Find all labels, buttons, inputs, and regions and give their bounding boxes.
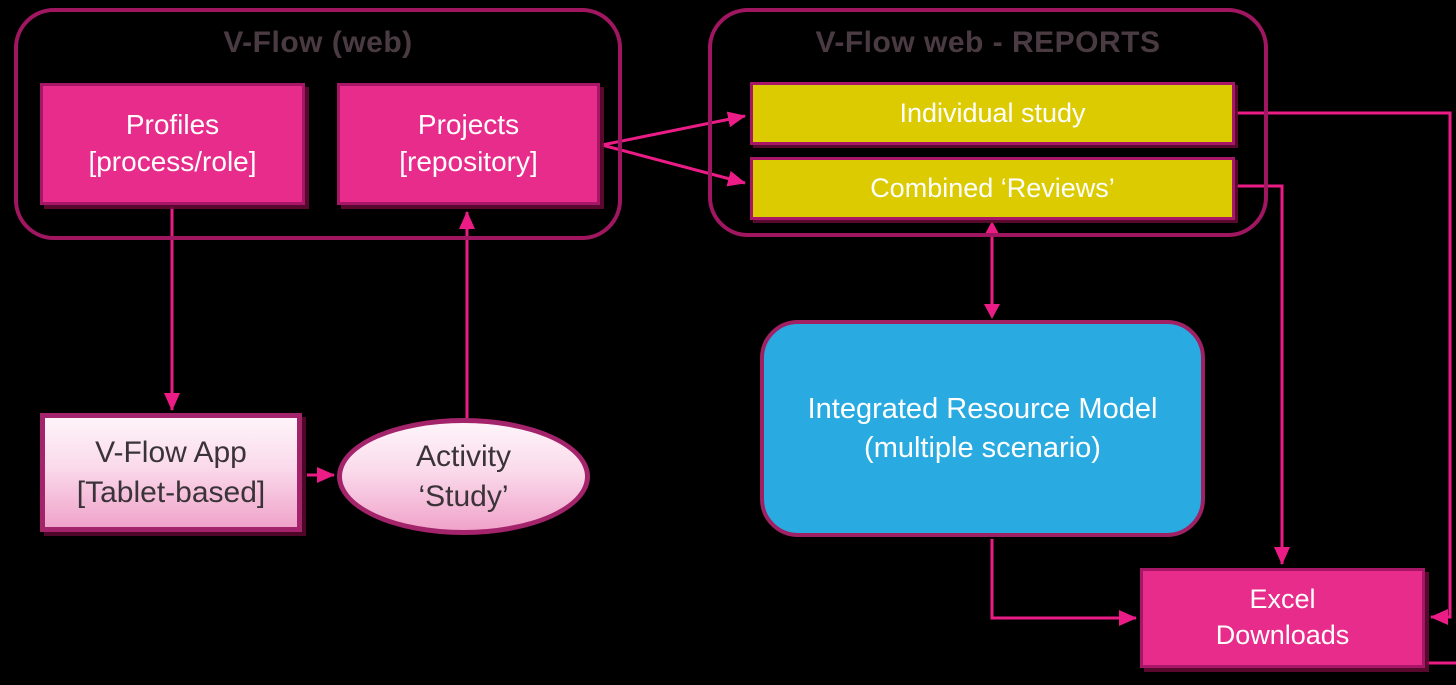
container-vflow-web [14,8,622,240]
node-vflow-app-line1: V-Flow App [95,435,247,469]
edge-combined-reviews-to-excel-downloads [1237,184,1290,565]
node-irm-line2: (multiple scenario) [864,431,1101,464]
container-vflow-web-reports [708,8,1268,237]
edge-irm-to-excel-downloads [990,539,1137,626]
node-combined-reviews: Combined ‘Reviews’ [750,157,1235,220]
node-individual-study-label: Individual study [899,97,1086,128]
node-activity-study-line1: Activity [415,439,511,473]
node-profiles: Profiles [process/role] [40,83,305,205]
node-projects-line1: Projects [417,109,520,141]
node-projects: Projects [repository] [337,83,600,205]
node-excel-line1: Excel [1249,584,1316,615]
node-vflow-app: V-Flow App [Tablet-based] [40,413,302,532]
node-individual-study: Individual study [750,82,1235,145]
node-activity-study-line2: ‘Study’ [418,479,509,513]
node-excel-downloads: Excel Downloads [1140,568,1425,668]
node-vflow-app-line2: [Tablet-based] [76,475,266,509]
node-profiles-line1: Profiles [125,109,220,141]
node-integrated-resource-model: Integrated Resource Model (multiple scen… [760,320,1205,537]
arrowhead-down [984,304,1000,319]
container-vflow-web-title: V-Flow (web) [223,26,413,59]
node-irm-line1: Integrated Resource Model [807,393,1158,426]
node-projects-line2: [repository] [399,146,538,177]
node-combined-reviews-label: Combined ‘Reviews’ [870,172,1115,203]
node-profiles-line2: [process/role] [88,146,257,177]
container-vflow-web-reports-title: V-Flow web - REPORTS [815,26,1161,59]
node-activity-study: Activity ‘Study’ [337,418,590,535]
node-excel-line2: Downloads [1215,620,1350,650]
edge-individual-study-to-excel-downloads [1237,111,1452,625]
